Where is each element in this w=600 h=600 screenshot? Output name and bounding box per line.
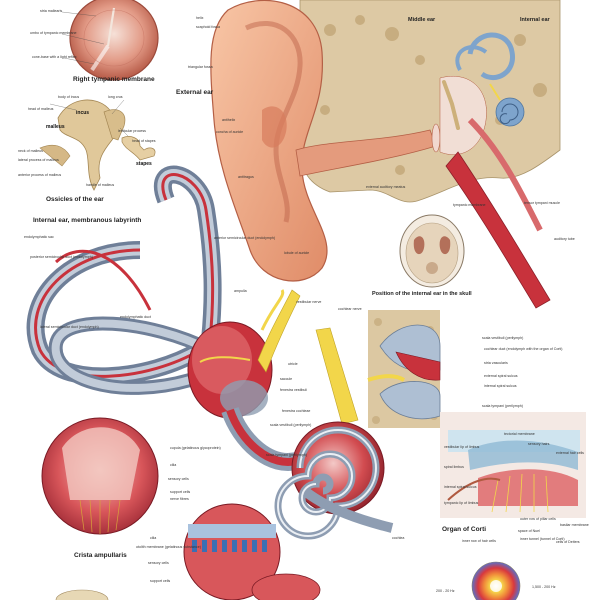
macula-figure <box>183 503 321 600</box>
label-scala-vestibuli: scala vestibuli (perilymph) <box>270 423 312 427</box>
label-scaphoid-fossa: scaphoid fossa <box>196 25 220 29</box>
label-helix: helix <box>196 16 204 20</box>
label-frequency-low: 200 - 20 Hz <box>436 589 455 593</box>
label-crista-cilia: cilia <box>170 463 177 467</box>
label-saccule: saccule <box>280 377 293 381</box>
title-membranous-labyrinth: Internal ear, membranous labyrinth <box>33 217 142 224</box>
label-corti-internal-sulcus: internal spiral sulcus <box>444 485 477 489</box>
label-handle-of-malleus: handle of malleus <box>86 183 115 187</box>
title-ossicles: Ossicles of the ear <box>46 196 104 203</box>
ossicles-figure <box>39 99 156 191</box>
corner-fragment <box>55 589 109 600</box>
title-position-skull: Position of the internal ear in the skul… <box>372 291 472 297</box>
title-right-tympanic-membrane: Right tympanic membrane <box>73 76 155 83</box>
title-internal-ear: Internal ear <box>520 17 550 23</box>
label-malleus: malleus <box>46 124 65 130</box>
labyrinth-figure <box>26 165 394 540</box>
cochlea-section-figure <box>367 310 441 428</box>
label-anterior-duct: anterior semicircular duct (endolymph) <box>214 236 276 240</box>
label-anterior-process: anterior process of malleus <box>18 173 62 177</box>
label-cone-of-light: cone-base with a light reflex <box>32 55 77 59</box>
label-frequency-high: 1,500 - 200 Hz <box>532 585 556 589</box>
label-triangular-fossa: triangular fossa <box>188 65 213 69</box>
label-stria-mallearis: stria mallearis <box>40 9 63 13</box>
label-nerve-fibres: nerve fibres <box>170 497 189 501</box>
title-organ-of-corti: Organ of Corti <box>442 526 487 533</box>
organ-of-corti-figure <box>440 412 586 518</box>
label-stapes: stapes <box>136 161 152 167</box>
label-tectorial: tectorial membrane <box>504 432 535 436</box>
label-inner-hair-cells: inner row of hair cells <box>462 539 496 543</box>
label-lenticular-process: lenticular process <box>118 129 146 133</box>
label-sensory-hairs: sensory hairs <box>528 442 550 446</box>
label-cells-of-deiters: cells of Deiters <box>556 540 580 544</box>
label-concha: concha of auricle <box>216 130 244 134</box>
label-spiral-limbus: spiral limbus <box>444 465 464 469</box>
label-fenestra-cochleae: fenestra cochleae <box>282 409 311 413</box>
label-auditory-tube: auditory tube <box>554 237 575 241</box>
crista-figure <box>41 417 159 535</box>
label-neck-of-malleus: neck of malleus <box>18 149 43 153</box>
tympanic-membrane-figure <box>61 0 159 81</box>
label-stria-vascularis: stria vascularis <box>484 361 508 365</box>
label-auditory-meatus: external auditory meatus <box>366 185 406 189</box>
label-cochlear-duct: cochlear duct (endolymph with the organ … <box>484 347 563 351</box>
label-vestibular-nerve: vestibular nerve <box>296 300 322 304</box>
label-macula-sensory-cells: sensory cells <box>148 561 169 565</box>
label-otolith: otolith membrane (gelatinous substance) <box>136 545 201 549</box>
label-body-of-incus: body of incus <box>58 95 80 99</box>
label-endolymphatic-sac: endolymphatic sac <box>24 235 54 239</box>
title-crista-ampullaris: Crista ampullaris <box>74 552 127 559</box>
label-outer-pillar: outer row of pillar cells <box>520 517 556 521</box>
label-external-spiral-sulcus: external spiral sulcus <box>484 374 518 378</box>
label-cupula: cupula (gelatinous glycoprotein) <box>170 446 221 450</box>
external-ear-figure <box>210 0 561 309</box>
label-inner-tunnel: inner tunnel (tunnel of Corti) <box>520 537 565 541</box>
label-section-scala-tympani: scala tympani (perilymph) <box>482 404 523 408</box>
label-external-hair-cells: external hair cells <box>556 451 584 455</box>
label-posterior-duct: posterior semicircular duct (endolymph) <box>30 255 93 259</box>
label-antitragus: antitragus <box>238 175 254 179</box>
title-middle-ear: Middle ear <box>408 17 436 23</box>
label-incus: incus <box>76 110 90 116</box>
label-antihelix: antihelix <box>222 118 236 122</box>
label-head-of-malleus: head of malleus <box>28 107 54 111</box>
label-fenestra-vestibuli: fenestra vestibuli <box>280 388 307 392</box>
label-ampulla: ampulla <box>234 289 247 293</box>
label-crista-support-cells: support cells <box>170 490 191 494</box>
label-endolymphatic-duct: endolymphatic duct <box>120 315 151 319</box>
label-crista-sensory-cells: sensory cells <box>168 477 189 481</box>
label-tympanic-lip: tympanic lip of limbus <box>444 501 479 505</box>
label-vestibular-lip: vestibular lip of limbus <box>444 445 480 449</box>
label-tympanic-membrane: tympanic membrane <box>453 203 486 207</box>
label-tensor-tympani: tensor tympani muscle <box>524 201 560 205</box>
label-scala-tympani: scala tympani (perilymph) <box>266 453 307 457</box>
frequency-figure <box>471 561 521 600</box>
label-umbo: umbo of tympanic membrane <box>30 31 77 35</box>
label-lateral-duct: lateral semicircular duct (endolymph) <box>40 325 99 329</box>
label-basilar: basilar membrane <box>560 523 589 527</box>
label-lateral-process: lateral process of malleus <box>18 158 59 162</box>
label-head-of-stapes: head of stapes <box>132 139 156 143</box>
label-macula-support-cells: support cells <box>150 579 171 583</box>
label-macula-cilia: cilia <box>150 536 157 540</box>
title-external-ear: External ear <box>176 89 214 96</box>
label-section-scala-vestibuli: scala vestibuli (perilymph) <box>482 336 524 340</box>
label-internal-spiral-sulcus: internal spiral sulcus <box>484 384 517 388</box>
label-long-crus: long crus <box>108 95 123 99</box>
label-utricle: utricle <box>288 362 298 366</box>
skull-figure <box>399 214 465 288</box>
label-lobule: lobule of auricle <box>284 251 310 255</box>
label-cochlea: cochlea <box>392 536 405 540</box>
label-cochlear-nerve: cochlear nerve <box>338 307 362 311</box>
label-space-of-nuel: space of Nuel <box>518 529 540 533</box>
